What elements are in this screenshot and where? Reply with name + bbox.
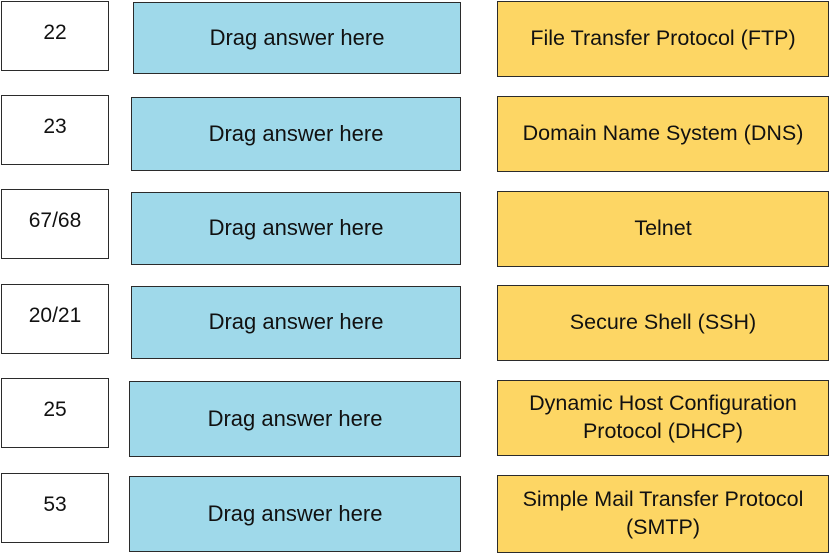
port-label-25: 25 bbox=[1, 378, 109, 448]
answer-tile-ftp[interactable]: File Transfer Protocol (FTP) bbox=[497, 1, 829, 77]
port-label-22: 22 bbox=[1, 1, 109, 71]
drop-zone-25[interactable]: Drag answer here bbox=[129, 381, 461, 457]
port-label-67-68: 67/68 bbox=[1, 189, 109, 259]
port-label-23: 23 bbox=[1, 95, 109, 165]
drop-zone-20-21[interactable]: Drag answer here bbox=[131, 286, 461, 359]
drop-zone-23[interactable]: Drag answer here bbox=[131, 97, 461, 171]
answer-tile-ssh[interactable]: Secure Shell (SSH) bbox=[497, 285, 829, 361]
answer-tile-telnet[interactable]: Telnet bbox=[497, 191, 829, 267]
drop-zone-67-68[interactable]: Drag answer here bbox=[131, 192, 461, 265]
answer-tile-dhcp[interactable]: Dynamic Host Configuration Protocol (DHC… bbox=[497, 380, 829, 456]
port-label-20-21: 20/21 bbox=[1, 284, 109, 354]
answer-tile-dns[interactable]: Domain Name System (DNS) bbox=[497, 96, 829, 172]
port-label-53: 53 bbox=[1, 473, 109, 543]
drop-zone-22[interactable]: Drag answer here bbox=[133, 2, 461, 74]
drop-zone-53[interactable]: Drag answer here bbox=[129, 476, 461, 552]
answer-tile-smtp[interactable]: Simple Mail Transfer Protocol (SMTP) bbox=[497, 475, 829, 553]
